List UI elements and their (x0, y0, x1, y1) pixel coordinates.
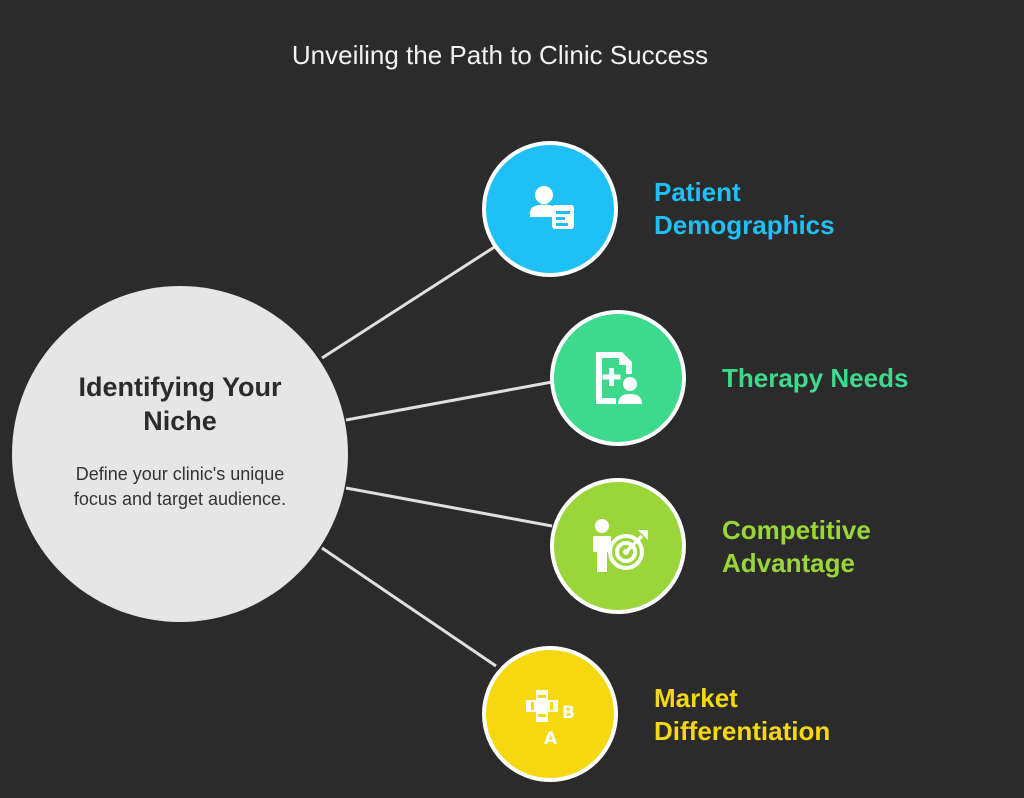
connector-line-2 (345, 380, 553, 422)
connector-line-3 (345, 486, 553, 528)
hub-title: Identifying Your Niche (78, 372, 282, 436)
connector-line-1 (321, 244, 497, 360)
medical-record-icon (596, 352, 642, 404)
game-controller-ab-icon: B A (526, 690, 575, 749)
node-competitive-advantage (550, 478, 686, 614)
hub-description: Define your clinic's unique focus and ta… (73, 464, 287, 509)
label-patient-demographics: Patient Demographics (654, 177, 835, 240)
target-goal-icon (593, 519, 648, 572)
label-therapy-needs: Therapy Needs (722, 363, 909, 393)
central-hub: Identifying Your Niche Define your clini… (12, 286, 348, 622)
label-competitive-advantage: Competitive Advantage (722, 515, 871, 578)
svg-text:A: A (544, 729, 558, 749)
diagram-title: Unveiling the Path to Clinic Success (291, 40, 709, 70)
patient-profile-icon (529, 186, 574, 229)
node-therapy-needs (550, 310, 686, 446)
node-market-differentiation: B A (482, 646, 618, 782)
node-patient-demographics (482, 141, 618, 277)
svg-text:B: B (562, 703, 575, 723)
label-market-differentiation: Market Differentiation (654, 683, 831, 746)
connector-line-4 (321, 546, 497, 668)
